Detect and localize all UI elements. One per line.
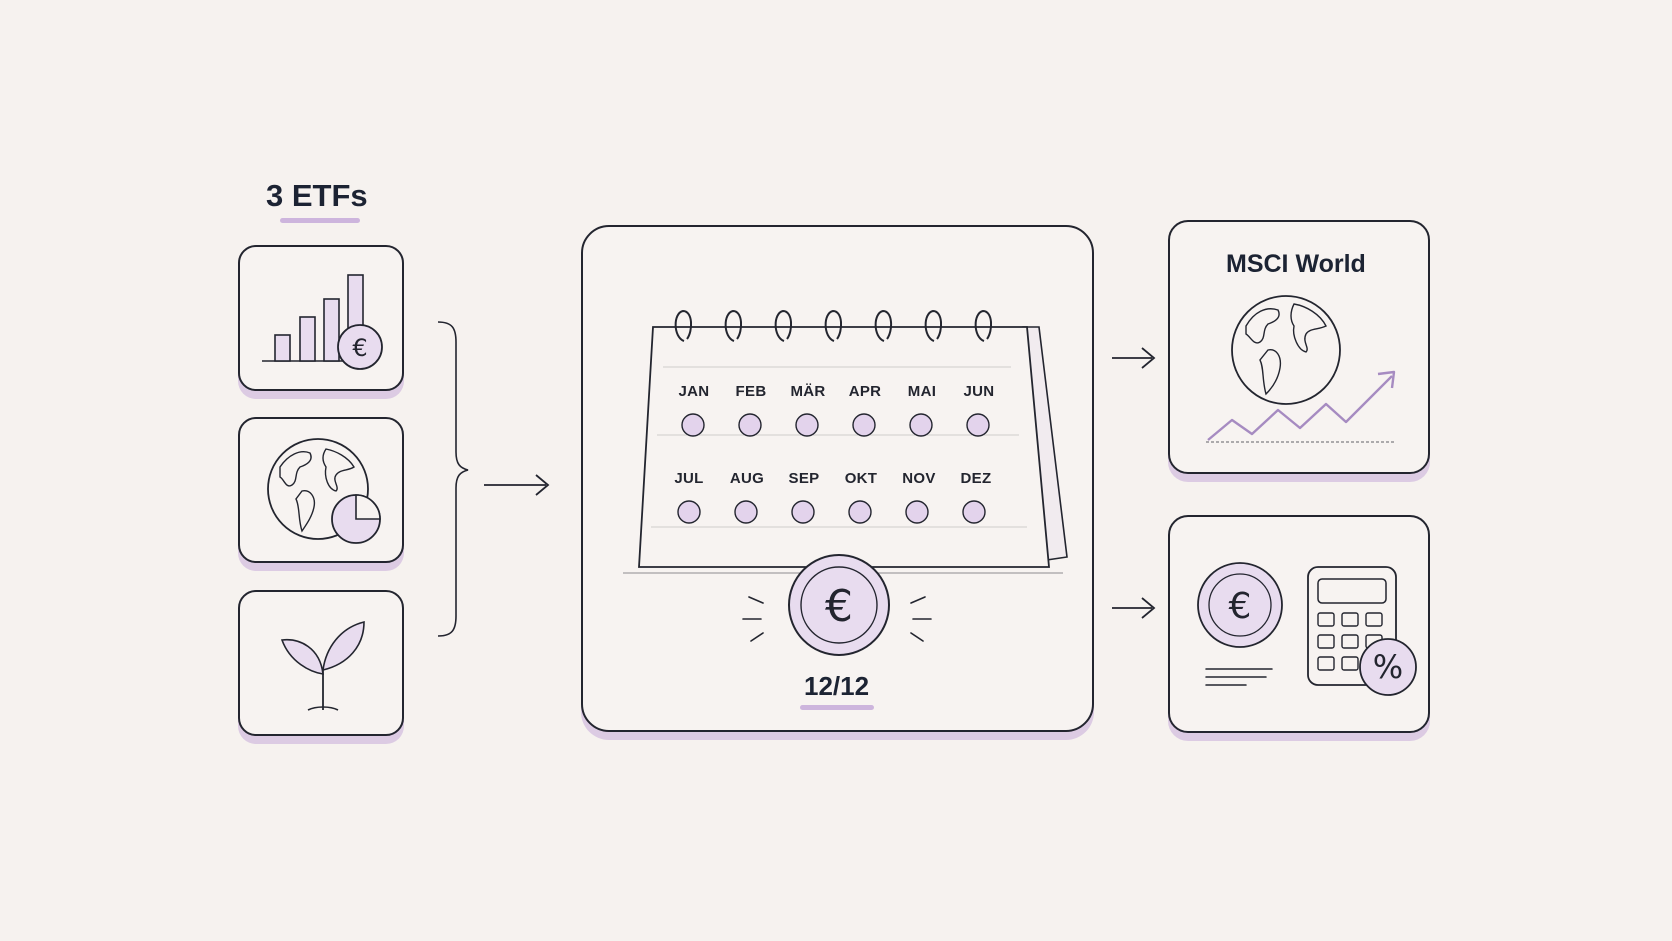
month-label-okt: OKT <box>845 470 878 487</box>
sprout-icon <box>280 620 365 711</box>
etf-card-bar-chart: € <box>238 245 404 391</box>
month-label-nov: NOV <box>902 470 935 487</box>
month-label-jan: JAN <box>679 383 710 400</box>
month-label-sep: SEP <box>789 470 820 487</box>
month-label-aug: AUG <box>730 470 764 487</box>
calendar-coin-euro: € <box>825 581 853 632</box>
brace-connector <box>437 321 469 637</box>
cost-calculation-card: € % <box>1168 515 1430 733</box>
calendar-rings <box>674 309 993 342</box>
arrow-to-calendar-icon <box>484 474 550 496</box>
percent-glyph: % <box>1373 648 1403 686</box>
month-label-mai: MAI <box>908 383 936 400</box>
month-label-mar: MÄR <box>790 383 825 400</box>
counter-underline <box>800 705 874 710</box>
savings-plan-calendar-card: JAN FEB MÄR APR MAI JUN JUL AUG SEP OKT … <box>581 225 1094 732</box>
msci-world-title: MSCI World <box>1226 250 1366 278</box>
desk-calendar-icon: JAN FEB MÄR APR MAI JUN JUL AUG SEP OKT … <box>623 309 1068 656</box>
month-label-feb: FEB <box>736 383 767 400</box>
month-label-apr: APR <box>849 383 882 400</box>
calendar-counter: 12/12 <box>804 671 870 701</box>
arrow-to-calc-icon <box>1112 597 1156 619</box>
arrow-to-msci-icon <box>1112 347 1156 369</box>
month-label-jul: JUL <box>674 470 703 487</box>
coin-calculator-icon: € % <box>1197 562 1417 696</box>
etf-card-globe <box>238 417 404 563</box>
etf-group-title: 3 ETFs <box>266 178 368 213</box>
coin-euro-glyph: € <box>352 334 367 362</box>
etf-title-underline <box>280 218 360 223</box>
month-label-dez: DEZ <box>961 470 992 487</box>
month-label-jun: JUN <box>964 383 995 400</box>
etf-card-sprout <box>238 590 404 736</box>
calc-card-coin-euro: € <box>1229 586 1252 627</box>
msci-world-card: MSCI World <box>1168 220 1430 474</box>
bar-chart-euro-icon: € <box>262 274 383 370</box>
globe-pie-chart-icon <box>267 438 381 544</box>
globe-growth-icon <box>1206 295 1396 443</box>
